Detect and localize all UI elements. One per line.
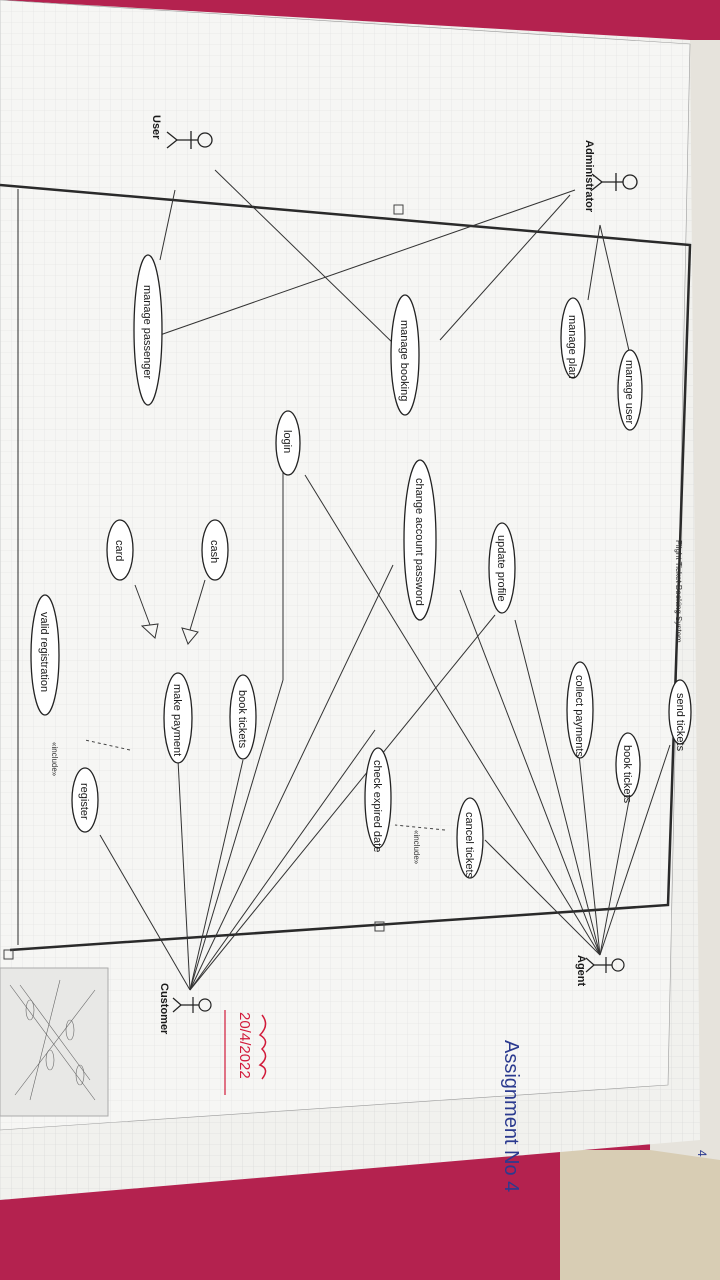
svg-text:login: login <box>281 430 293 453</box>
include-label: «include» <box>412 830 421 865</box>
svg-text:cash: cash <box>208 540 220 563</box>
svg-text:book tickets: book tickets <box>621 745 633 804</box>
use-case-valid-registration: valid registration <box>30 594 60 716</box>
association-lines <box>99 169 671 991</box>
svg-text:valid registration: valid registration <box>38 612 50 692</box>
use-case-manage-plan: manage plan <box>560 297 586 379</box>
actor-administrator: Administrator <box>583 140 638 213</box>
svg-text:Administrator: Administrator <box>583 140 595 213</box>
use-case-manage-passenger: manage passenger <box>133 254 163 406</box>
use-case-send-tickets: send tickets <box>668 679 692 752</box>
svg-text:Agent: Agent <box>575 955 587 987</box>
use-case-book-tickets-agent: book tickets <box>615 732 641 804</box>
use-case-manage-booking: manage booking <box>390 294 420 416</box>
use-case-cancel-tickets: cancel tickets <box>456 797 484 879</box>
svg-text:manage user: manage user <box>623 360 635 425</box>
signature-date: 20/4/2022 <box>236 1012 253 1079</box>
use-case-login: login <box>275 410 301 476</box>
page-number: 4 <box>695 1150 709 1157</box>
svg-text:manage plan: manage plan <box>566 315 578 379</box>
actor-user: User <box>150 115 213 149</box>
svg-text:manage booking: manage booking <box>398 320 410 401</box>
system-title: Flight Ticket Booking System <box>674 540 683 643</box>
use-case-update-profile: update profile <box>488 522 516 614</box>
use-case-book-tickets-customer: book tickets <box>229 674 257 760</box>
svg-text:make payment: make payment <box>171 684 183 756</box>
actor-agent: Agent <box>575 955 625 987</box>
svg-text:register: register <box>78 783 90 820</box>
svg-text:manage passenger: manage passenger <box>141 285 153 380</box>
use-case-make-payment: make payment <box>163 672 193 764</box>
boundary-handle <box>3 949 14 960</box>
svg-text:collect payments: collect payments <box>573 675 585 757</box>
svg-text:change account password: change account password <box>413 478 425 606</box>
svg-text:check expired date: check expired date <box>371 760 383 852</box>
include-relations <box>84 739 446 831</box>
use-case-manage-user: manage user <box>617 349 643 431</box>
svg-text:card: card <box>113 540 125 561</box>
signature <box>258 1014 267 1080</box>
boundary-handle <box>393 204 404 215</box>
svg-text:book tickets: book tickets <box>236 690 248 749</box>
generalization-arrows <box>134 579 206 645</box>
svg-text:send tickets: send tickets <box>674 693 686 752</box>
use-case-card: card <box>106 519 134 581</box>
diagram-thumbnail <box>0 967 109 1117</box>
system-boundary <box>0 183 692 952</box>
diagram-sheet-grid <box>0 0 690 1130</box>
svg-text:update profile: update profile <box>495 535 507 602</box>
use-case-cash: cash <box>201 519 229 581</box>
svg-text:Customer: Customer <box>158 983 170 1035</box>
assignment-heading: Assignment No 4 <box>500 1040 522 1192</box>
boundary-handle <box>374 921 385 932</box>
use-case-collect-payments: collect payments <box>566 661 594 759</box>
use-case-register: register <box>71 767 99 833</box>
actor-customer: Customer <box>158 983 212 1035</box>
use-case-change-account-password: change account password <box>403 459 437 621</box>
include-label: «include» <box>50 742 59 777</box>
table-surface <box>560 1150 720 1280</box>
svg-text:cancel tickets: cancel tickets <box>463 812 475 879</box>
use-case-check-expired-date: check expired date <box>364 747 392 852</box>
svg-text:User: User <box>150 115 162 140</box>
